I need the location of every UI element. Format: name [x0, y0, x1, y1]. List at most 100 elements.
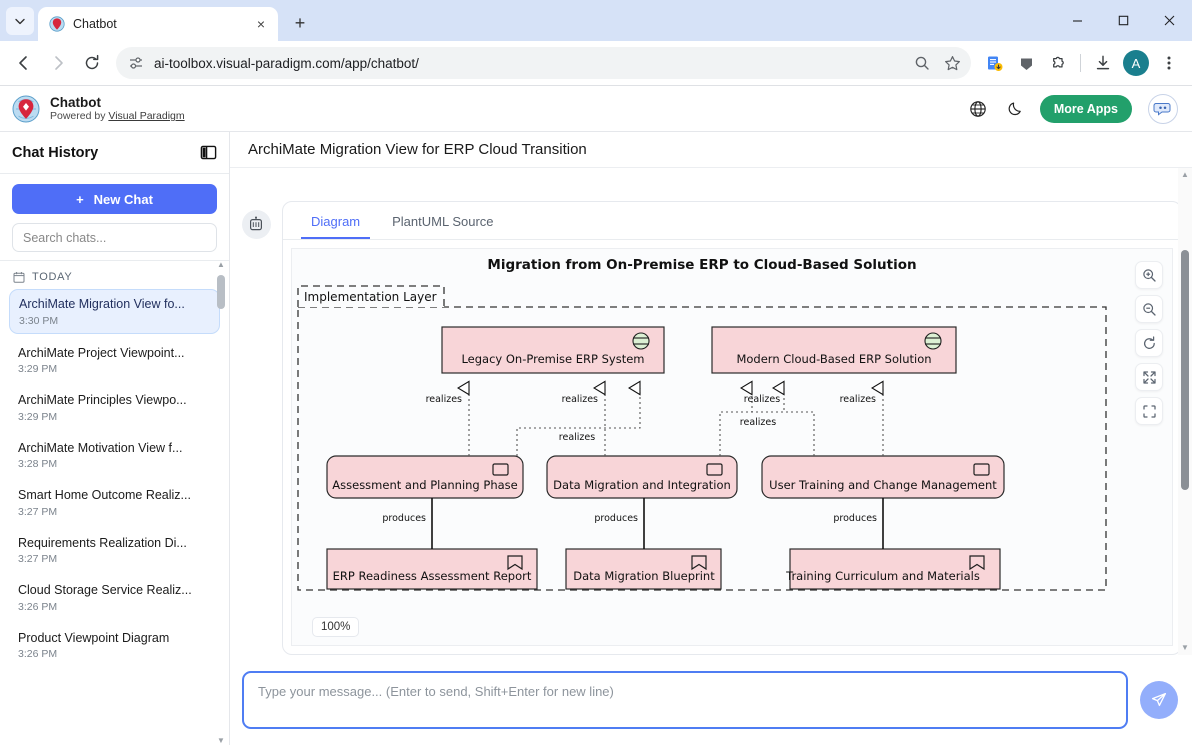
sidebar-header: Chat History — [0, 132, 229, 174]
chat-history-item[interactable]: ArchiMate Project Viewpoint...3:29 PM — [9, 339, 220, 382]
scroll-up-arrow-icon[interactable]: ▲ — [217, 261, 225, 269]
archimate-migration-diagram: Migration from On-Premise ERP to Cloud-B… — [297, 257, 1107, 591]
realizes-connector — [739, 380, 815, 456]
tune-icon[interactable] — [128, 55, 144, 71]
reading-list-icon[interactable] — [979, 48, 1009, 78]
chat-item-title: Cloud Storage Service Realiz... — [18, 583, 192, 597]
app-title: Chatbot — [50, 94, 101, 110]
plateau-icon — [924, 332, 942, 350]
chat-item-title: ArchiMate Migration View fo... — [19, 297, 185, 311]
globe-icon[interactable] — [964, 95, 992, 123]
back-icon[interactable] — [8, 47, 40, 79]
deliverable-label: Training Curriculum and Materials — [785, 569, 980, 583]
chat-history-item[interactable]: Smart Home Outcome Realiz...3:27 PM — [9, 481, 220, 524]
tab-search-chevron-down-icon[interactable] — [6, 7, 34, 35]
vp-logo-icon — [12, 95, 40, 123]
scrollbar-track[interactable] — [215, 269, 227, 737]
zoom-out-icon[interactable] — [1135, 295, 1163, 323]
work-package-icon — [492, 463, 509, 476]
chat-item-title: Product Viewpoint Diagram — [18, 630, 170, 645]
deliverable-curriculum[interactable]: Training Curriculum and Materials — [785, 548, 1001, 590]
scroll-down-arrow-icon[interactable]: ▼ — [1181, 643, 1189, 652]
window-close-icon[interactable] — [1146, 0, 1192, 41]
scroll-down-arrow-icon[interactable]: ▼ — [217, 736, 225, 745]
chat-bubble-icon[interactable] — [1148, 93, 1178, 124]
scrollbar-thumb[interactable] — [217, 275, 225, 309]
chat-group-header: TODAY — [9, 269, 220, 289]
bookmark-star-icon[interactable] — [944, 55, 961, 72]
scrollbar-thumb[interactable] — [1181, 250, 1189, 490]
app-body: Chat History + New Chat — [0, 132, 1192, 745]
assistant-rail — [230, 168, 282, 655]
sidebar-title: Chat History — [12, 144, 99, 161]
close-icon[interactable]: × — [256, 16, 266, 32]
visual-paradigm-link[interactable]: Visual Paradigm — [108, 110, 185, 123]
extensions-icon[interactable] — [1043, 48, 1073, 78]
chat-item-time: 3:29 PM — [18, 363, 58, 375]
chat-item-title: Requirements Realization Di... — [18, 535, 187, 550]
work-package-label: Assessment and Planning Phase — [332, 478, 517, 492]
deliverable-label: Data Migration Blueprint — [573, 569, 715, 583]
chat-history-item[interactable]: Cloud Storage Service Realiz...3:26 PM — [9, 576, 220, 619]
work-package-training[interactable]: User Training and Change Management — [761, 455, 1005, 499]
minimize-icon[interactable] — [1054, 0, 1100, 41]
realizes-label: realizes — [744, 394, 780, 405]
panel-collapse-icon[interactable] — [200, 144, 217, 161]
send-plane-icon — [1150, 691, 1168, 709]
cast-icon[interactable] — [1011, 48, 1041, 78]
sidebar-scrollbar[interactable]: ▲ ▼ — [215, 261, 227, 745]
reset-icon[interactable] — [1135, 329, 1163, 357]
new-chat-button[interactable]: + New Chat — [12, 184, 217, 214]
plateau-modern[interactable]: Modern Cloud-Based ERP Solution — [711, 326, 957, 374]
fullscreen-icon[interactable] — [1135, 397, 1163, 425]
send-button[interactable] — [1140, 681, 1178, 719]
work-package-migration[interactable]: Data Migration and Integration — [546, 455, 738, 499]
tab-diagram[interactable]: Diagram — [301, 202, 371, 239]
forward-icon[interactable] — [42, 47, 74, 79]
downloads-icon[interactable] — [1088, 48, 1118, 78]
chat-item-time: 3:30 PM — [19, 314, 59, 327]
profile-avatar[interactable]: A — [1123, 50, 1149, 76]
chat-history-item[interactable]: ArchiMate Migration View fo... 3:30 PM — [9, 289, 220, 334]
reload-icon[interactable] — [76, 47, 108, 79]
work-package-assessment[interactable]: Assessment and Planning Phase — [326, 455, 524, 499]
maximize-icon[interactable] — [1100, 0, 1146, 41]
plateau-legacy[interactable]: Legacy On-Premise ERP System — [441, 326, 665, 374]
browser-tabstrip: Chatbot × + — [0, 0, 1192, 41]
chat-item-time: 3:27 PM — [18, 505, 58, 518]
scroll-up-arrow-icon[interactable]: ▲ — [1181, 170, 1189, 179]
scrollbar-track[interactable] — [1178, 182, 1192, 641]
chat-list: TODAY ArchiMate Migration View fo... 3:30… — [0, 261, 229, 745]
message-input[interactable] — [242, 671, 1128, 729]
zoom-level-badge[interactable]: 100% — [312, 617, 360, 637]
moon-icon[interactable] — [1002, 95, 1030, 123]
more-apps-button[interactable]: More Apps — [1039, 94, 1132, 123]
produces-label: produces — [833, 513, 877, 524]
chat-history-item[interactable]: ArchiMate Principles Viewpo...3:29 PM — [9, 386, 220, 429]
content-scrollbar[interactable]: ▲ ▼ — [1178, 168, 1192, 655]
kebab-menu-icon[interactable] — [1154, 48, 1184, 78]
deliverable-report[interactable]: ERP Readiness Assessment Report — [326, 548, 538, 590]
address-bar[interactable]: ai-toolbox.visual-paradigm.com/app/chatb… — [116, 47, 971, 79]
chat-group-label: TODAY — [32, 271, 73, 283]
plateau-icon — [632, 332, 650, 350]
window-controls — [1054, 0, 1192, 41]
deliverable-icon — [969, 555, 985, 571]
implementation-layer-group — [297, 306, 1107, 591]
fit-screen-icon[interactable] — [1135, 363, 1163, 391]
chat-history-item[interactable]: ArchiMate Motivation View f...3:28 PM — [9, 434, 220, 477]
plateau-label: Legacy On-Premise ERP System — [461, 352, 644, 366]
new-tab-button[interactable]: + — [294, 12, 306, 33]
chat-history-item[interactable]: Requirements Realization Di...3:27 PM — [9, 529, 220, 572]
work-package-label: User Training and Change Management — [769, 478, 997, 492]
browser-tab[interactable]: Chatbot × — [38, 7, 278, 41]
zoom-in-icon[interactable] — [1135, 261, 1163, 289]
search-input[interactable] — [12, 223, 217, 252]
tab-plantuml-source[interactable]: PlantUML Source — [392, 214, 494, 229]
vp-logo-icon — [49, 16, 65, 32]
diagram-canvas[interactable]: Migration from On-Premise ERP to Cloud-B… — [291, 248, 1173, 646]
search-icon[interactable] — [914, 55, 930, 71]
deliverable-blueprint[interactable]: Data Migration Blueprint — [565, 548, 722, 590]
